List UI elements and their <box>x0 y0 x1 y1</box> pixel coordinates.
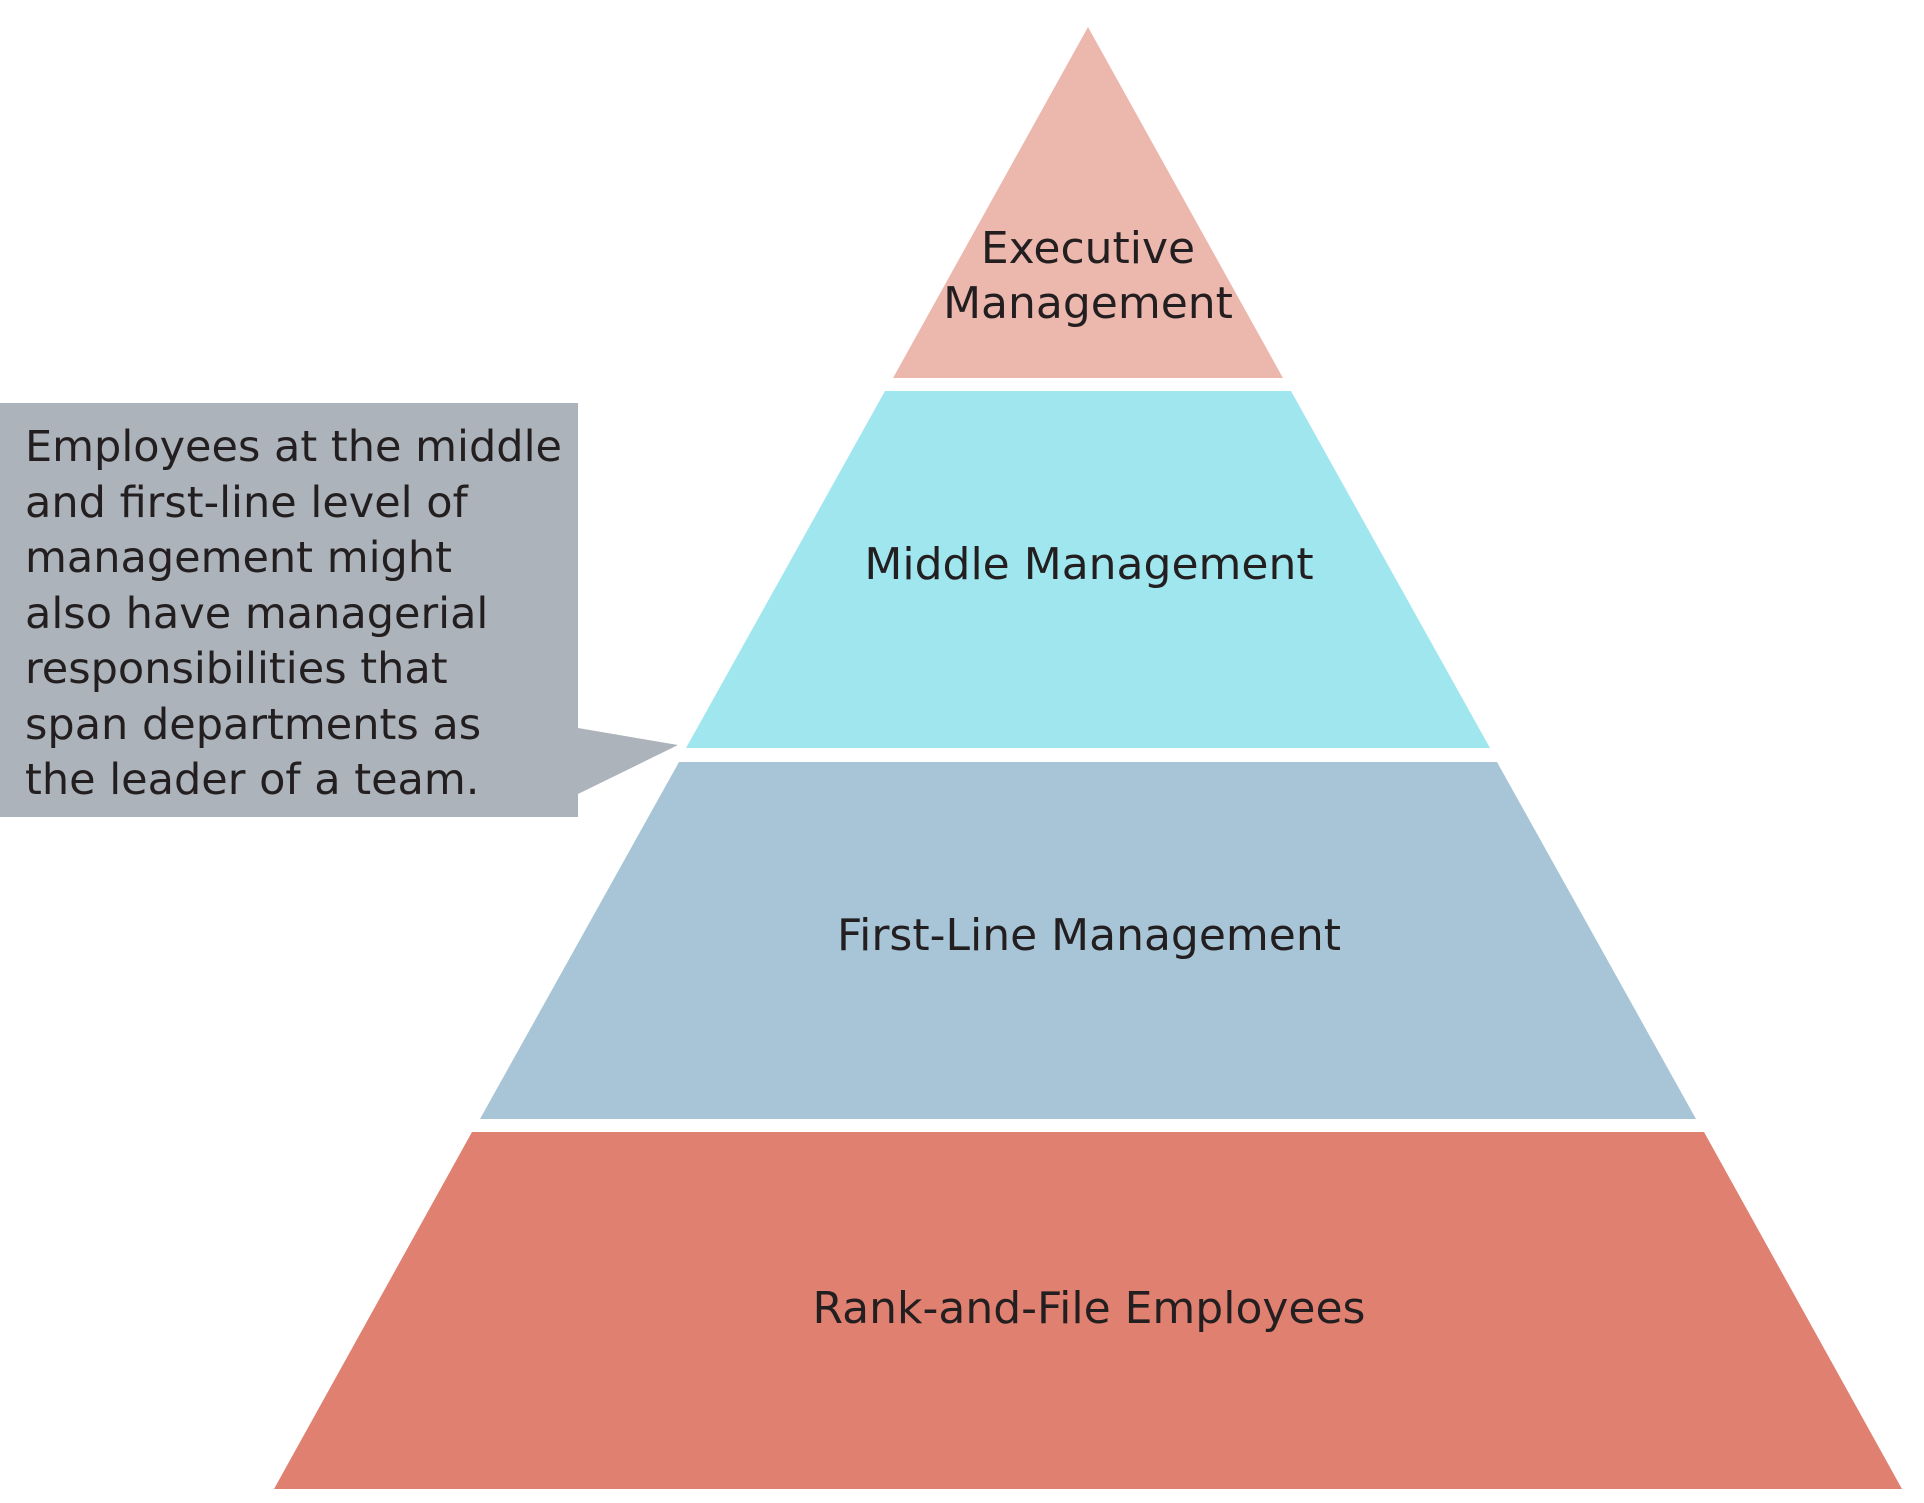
tier-executive-label: Executive Management <box>943 221 1233 331</box>
tier-rank-and-file-shape <box>274 1132 1902 1489</box>
callout-line: and first-line level of <box>25 477 468 528</box>
tier-middle-label: Middle Management <box>864 537 1313 592</box>
tier-executive-shape <box>893 27 1283 378</box>
callout-box <box>0 403 678 817</box>
callout-line: also have managerial <box>25 588 489 639</box>
callout-line: management might <box>25 533 452 583</box>
tier-middle-shape <box>686 391 1490 748</box>
tier-middle-text: Middle Management <box>864 539 1314 590</box>
tier-first-line-text: First-Line Management <box>836 910 1342 961</box>
callout-line: responsibilities that <box>25 644 448 694</box>
tier-executive-line-2: Management <box>943 278 1233 329</box>
tier-rank-and-file-text: Rank-and-File Employees <box>812 1283 1366 1334</box>
tier-first-line-shape <box>480 762 1696 1119</box>
tier-rank-and-file-label: Rank-and-File Employees <box>813 1281 1366 1336</box>
callout-line: Employees at the middle <box>25 422 562 472</box>
callout-line: the leader of a team. <box>25 755 480 805</box>
callout-text: Employees at the middle and first-line l… <box>25 420 575 809</box>
tier-first-line-label: First-Line Management <box>837 908 1341 963</box>
callout-line: span departments as <box>25 699 482 750</box>
tier-executive-line-1: Executive <box>980 223 1196 274</box>
